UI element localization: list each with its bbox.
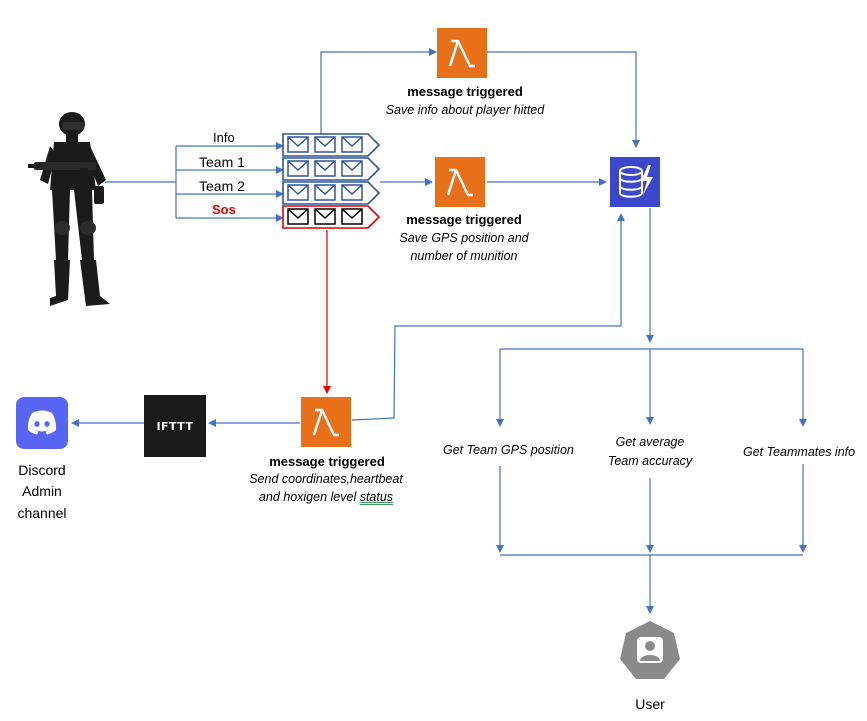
query-teammates-label: Get Teammates info bbox=[743, 445, 856, 459]
queries-to-user-connector bbox=[496, 464, 807, 614]
soldier-to-topics-connector bbox=[105, 142, 284, 222]
query-accuracy-line1: Get average bbox=[615, 435, 685, 449]
topic-team2-label: Team 2 bbox=[199, 178, 245, 194]
user-icon bbox=[620, 621, 680, 679]
lambda-mid-desc-line1: Save GPS position and bbox=[399, 231, 529, 245]
lambda-bottom-to-db-connector bbox=[351, 213, 625, 421]
queue-team1-icon bbox=[282, 157, 381, 181]
soldier-figure bbox=[28, 112, 110, 306]
lambda-bottom-title: message triggered bbox=[269, 454, 385, 469]
topic-info-label: Info bbox=[213, 130, 235, 145]
discord-label-line3: channel bbox=[17, 505, 67, 521]
lambda-mid-desc-line2: number of munition bbox=[410, 249, 518, 263]
ifttt-icon: IFTTT bbox=[144, 395, 206, 457]
lambda-mid-title: message triggered bbox=[406, 212, 522, 227]
lambda-top-title: message triggered bbox=[407, 84, 523, 99]
lambda-top-to-db-connector bbox=[486, 51, 640, 148]
discord-icon bbox=[16, 397, 68, 449]
lambda-bottom-desc-line2-text: and hoxigen level bbox=[258, 490, 360, 504]
lambda-top-icon bbox=[437, 28, 487, 78]
topic-team1-label: Team 1 bbox=[199, 154, 245, 170]
lambda-bottom-desc-line1: Send coordinates,heartbeat bbox=[249, 472, 403, 486]
lambda-bottom-icon bbox=[301, 397, 351, 447]
lambda-bottom-desc-line2: and hoxigen level status bbox=[236, 490, 416, 504]
queue-info-icon bbox=[282, 133, 381, 157]
query-team-gps-label: Get Team GPS position bbox=[443, 443, 574, 457]
db-to-queries-connector bbox=[496, 208, 807, 427]
lambda-mid-icon bbox=[435, 157, 485, 207]
ifttt-label: IFTTT bbox=[156, 419, 194, 433]
dynamodb-icon bbox=[610, 157, 660, 207]
discord-label-line1: Discord bbox=[18, 462, 66, 478]
topic-sos-label: Sos bbox=[212, 202, 236, 217]
lambda-top-desc: Save info about player hitted bbox=[385, 103, 545, 117]
queue-team2-icon bbox=[282, 181, 381, 205]
query-accuracy-line2: Team accuracy bbox=[607, 454, 693, 468]
queue-sos-icon bbox=[282, 205, 381, 229]
discord-label-line2: Admin bbox=[22, 483, 62, 499]
user-label: User bbox=[635, 696, 665, 712]
info-to-lambda-top-connector bbox=[320, 48, 437, 134]
queue-group bbox=[282, 133, 381, 229]
lambda-bottom-status-text: status bbox=[359, 490, 394, 504]
